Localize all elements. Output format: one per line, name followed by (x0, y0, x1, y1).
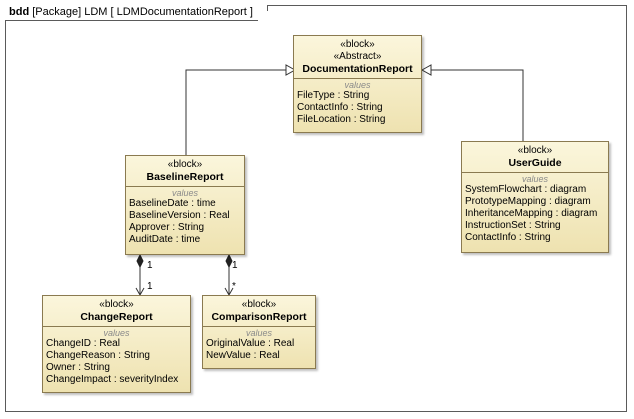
composition-diamond-comparison (225, 253, 233, 269)
multiplicity-label: 1 (232, 260, 238, 271)
compartment-title: values (245, 328, 272, 338)
value-property[interactable]: FileType : String (297, 90, 370, 101)
diagram-label: [Package] LDM [ LDMDocumentationReport ] (32, 6, 253, 18)
value-property[interactable]: InheritanceMapping : diagram (465, 208, 598, 219)
block-header: «block» BaselineReport (126, 156, 244, 186)
block-change-report[interactable]: «block» ChangeReport values ChangeID : R… (42, 295, 191, 393)
stereotype-label: «block» (241, 299, 277, 310)
stereotype-label: «block» (517, 145, 553, 156)
value-property[interactable]: NewValue : Real (206, 350, 280, 361)
value-property[interactable]: BaselineVersion : Real (129, 210, 230, 221)
generalization-arrowhead-left (285, 64, 297, 76)
compartment-title: values (103, 328, 130, 338)
block-user-guide[interactable]: «block» UserGuide values SystemFlowchart… (461, 141, 609, 253)
block-documentation-report[interactable]: «block» «Abstract» DocumentationReport v… (293, 35, 422, 133)
stereotype-label: «block» (99, 299, 134, 310)
block-header: «block» ChangeReport (43, 296, 190, 326)
stereotype-label: «Abstract» (333, 51, 382, 62)
block-header: «block» ComparisonReport (203, 296, 315, 326)
value-property[interactable]: ChangeID : Real (46, 338, 120, 349)
block-name: ChangeReport (80, 311, 153, 323)
compartment-title: values (521, 174, 548, 184)
frame-header: bdd [Package] LDM [ LDMDocumentationRepo… (5, 5, 268, 21)
value-property[interactable]: ContactInfo : String (297, 102, 383, 113)
compartment-values: values OriginalValue : Real NewValue : R… (203, 326, 315, 362)
value-property[interactable]: Approver : String (129, 222, 205, 233)
block-baseline-report[interactable]: «block» BaselineReport values BaselineDa… (125, 155, 245, 255)
compartment-title: values (171, 188, 198, 198)
value-property[interactable]: ChangeReason : String (46, 350, 150, 361)
value-property[interactable]: Owner : String (46, 362, 110, 373)
multiplicity-label: 1 (147, 281, 153, 292)
stereotype-label: «block» (340, 39, 375, 50)
compartment-values: values ChangeID : Real ChangeReason : St… (43, 326, 190, 386)
block-header: «block» «Abstract» DocumentationReport (294, 36, 421, 78)
value-property[interactable]: AuditDate : time (129, 234, 201, 245)
generalization-arrowhead-right (420, 64, 432, 76)
multiplicity-label: 1 (147, 260, 153, 271)
block-name: ComparisonReport (211, 311, 307, 323)
stereotype-label: «block» (167, 159, 203, 170)
compartment-values: values BaselineDate : time BaselineVersi… (126, 186, 244, 246)
compartment-values: values FileType : String ContactInfo : S… (294, 78, 421, 126)
value-property[interactable]: InstructionSet : String (465, 220, 561, 231)
multiplicity-label: * (232, 281, 236, 292)
block-name: DocumentationReport (302, 63, 413, 75)
diagram-kind: bdd (9, 6, 30, 18)
generalization-baseline-to-documentation[interactable] (185, 69, 286, 155)
value-property[interactable]: PrototypeMapping : diagram (465, 196, 591, 207)
block-header: «block» UserGuide (462, 142, 608, 172)
value-property[interactable]: ChangeImpact : severityIndex (46, 374, 179, 385)
composition-diamond-change (136, 253, 144, 269)
value-property[interactable]: BaselineDate : time (129, 198, 216, 209)
value-property[interactable]: OriginalValue : Real (206, 338, 295, 349)
value-property[interactable]: ContactInfo : String (465, 232, 551, 243)
compartment-title: values (344, 80, 371, 90)
value-property[interactable]: SystemFlowchart : diagram (465, 184, 587, 195)
block-name: BaselineReport (146, 171, 224, 183)
value-property[interactable]: FileLocation : String (297, 114, 386, 125)
compartment-values: values SystemFlowchart : diagram Prototy… (462, 172, 608, 244)
generalization-userguide-to-documentation[interactable] (431, 69, 524, 141)
block-comparison-report[interactable]: «block» ComparisonReport values Original… (202, 295, 316, 369)
block-name: UserGuide (508, 157, 562, 169)
